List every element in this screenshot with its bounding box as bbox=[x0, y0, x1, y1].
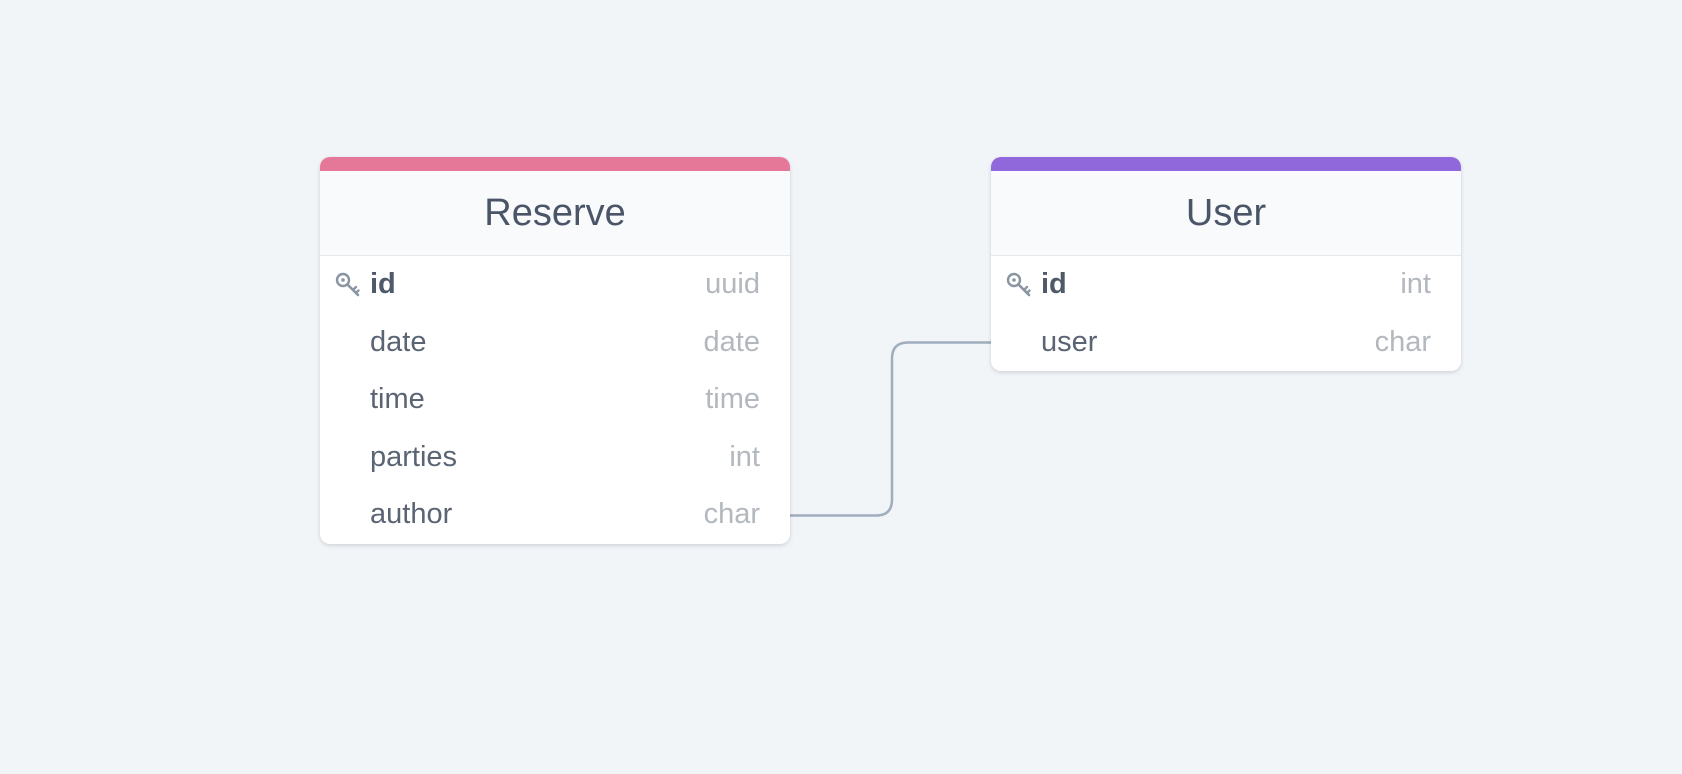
column-row-time[interactable]: time time bbox=[320, 371, 790, 429]
column-type: uuid bbox=[705, 268, 760, 301]
key-icon bbox=[335, 272, 360, 297]
column-name: date bbox=[370, 325, 427, 358]
relationship-line-reserve-author-to-user-user bbox=[790, 341, 991, 517]
key-icon bbox=[1006, 272, 1031, 297]
column-type: int bbox=[1400, 268, 1431, 301]
column-type: char bbox=[703, 498, 760, 531]
column-type: time bbox=[705, 383, 760, 416]
column-name: author bbox=[370, 498, 453, 531]
table-color-bar bbox=[320, 157, 790, 171]
column-row-parties[interactable]: parties int bbox=[320, 429, 790, 487]
column-name: time bbox=[370, 383, 425, 416]
column-type: date bbox=[703, 325, 760, 358]
table-color-bar bbox=[991, 157, 1461, 171]
column-name: id bbox=[1041, 268, 1067, 301]
column-row-user[interactable]: user char bbox=[991, 314, 1461, 372]
table-title: Reserve bbox=[484, 191, 626, 234]
column-name: user bbox=[1041, 325, 1098, 358]
column-type: int bbox=[729, 440, 760, 473]
column-row-date[interactable]: date date bbox=[320, 314, 790, 372]
column-type: char bbox=[1374, 325, 1431, 358]
table-title: User bbox=[1185, 191, 1267, 234]
column-name: id bbox=[370, 268, 396, 301]
column-name: parties bbox=[370, 440, 458, 473]
table-header: Reserve bbox=[320, 171, 790, 256]
column-row-author[interactable]: author char bbox=[320, 486, 790, 544]
table-reserve[interactable]: Reserve id uuid date date time time part… bbox=[320, 157, 790, 544]
column-row-id[interactable]: id uuid bbox=[320, 256, 790, 314]
column-row-id[interactable]: id int bbox=[991, 256, 1461, 314]
table-user[interactable]: User id int user char bbox=[991, 157, 1461, 371]
table-header: User bbox=[991, 171, 1461, 256]
